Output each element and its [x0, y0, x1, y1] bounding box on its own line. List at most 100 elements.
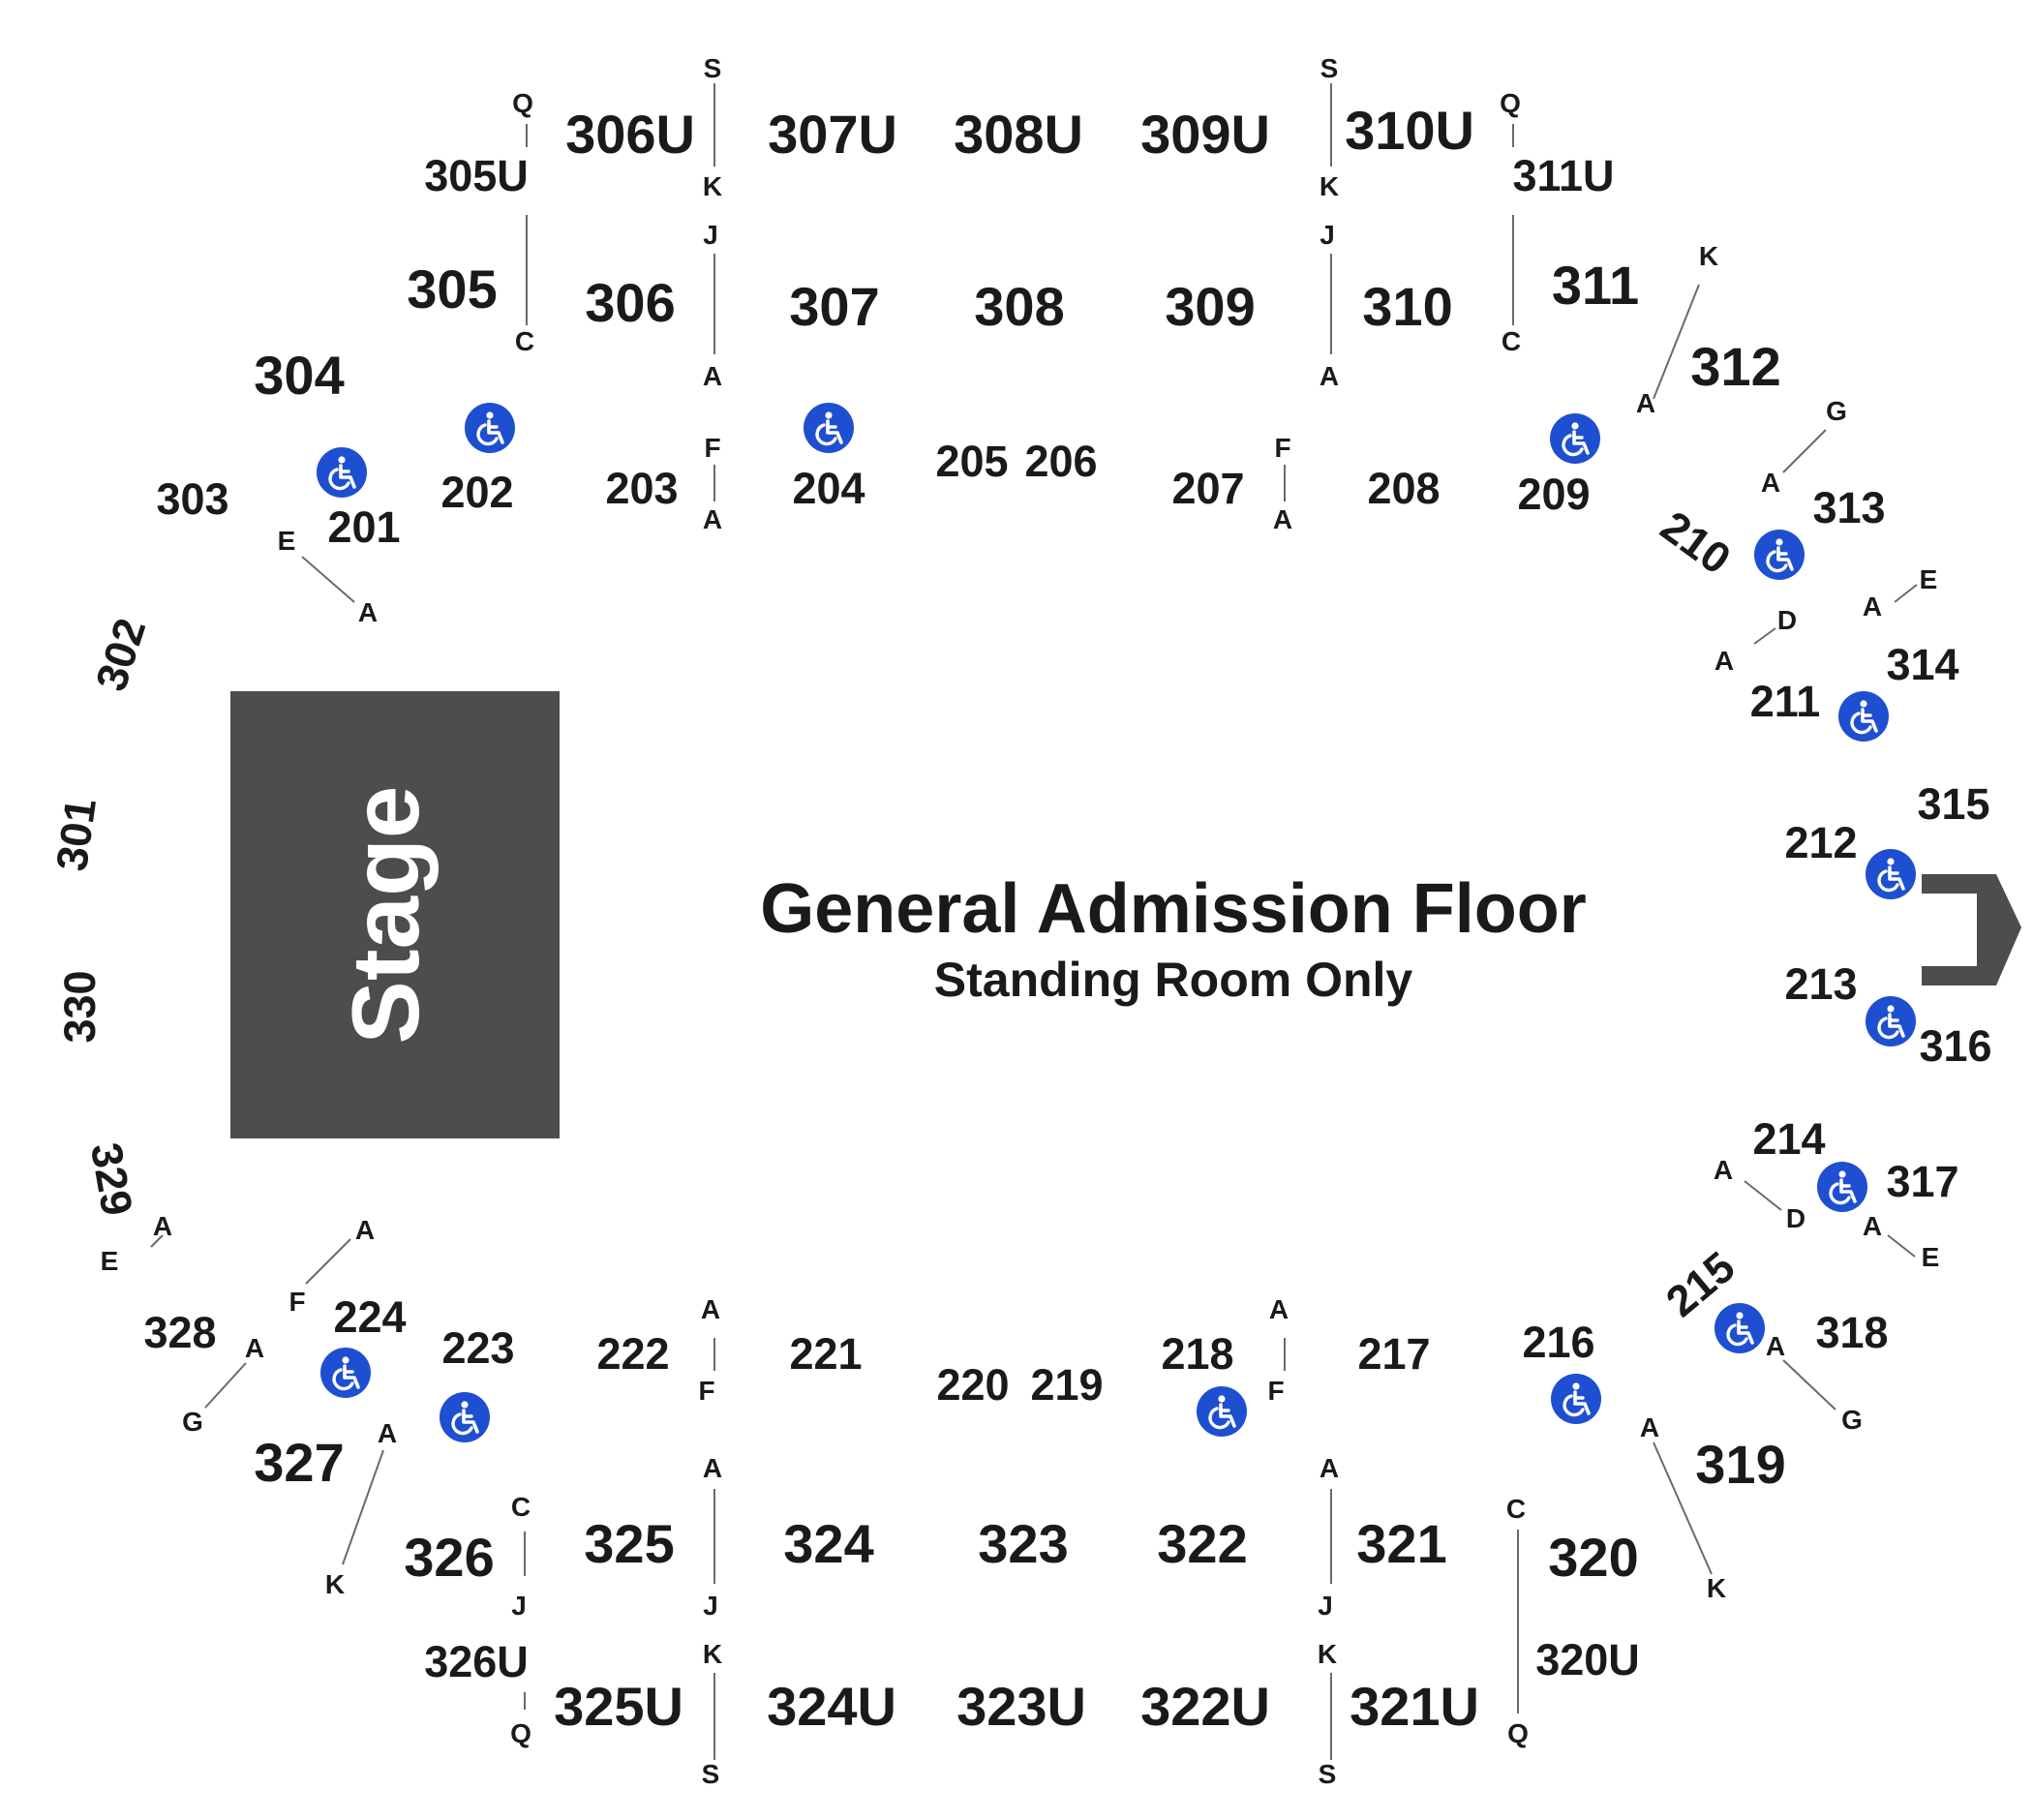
section-305U[interactable]: 305U — [424, 151, 529, 200]
section-210[interactable]: 210 — [1652, 501, 1740, 584]
section-329[interactable]: 329 — [81, 1139, 142, 1220]
section-221[interactable]: 221 — [789, 1329, 862, 1379]
section-320[interactable]: 320 — [1548, 1527, 1638, 1588]
stage-label: Stage — [332, 786, 439, 1045]
wheelchair-icon — [1752, 528, 1806, 582]
upper-u-sections: 306U 307U 308U 309U 310U 305U 311U — [424, 100, 1614, 200]
row-label: A — [1640, 1412, 1659, 1442]
row-label: A — [355, 1215, 375, 1245]
section-327[interactable]: 327 — [254, 1432, 344, 1493]
section-211[interactable]: 211 — [1750, 677, 1821, 726]
lower-sections: 201 202 203 204 205 206 207 208 209 210 … — [327, 437, 1857, 1410]
row-label: Q — [510, 1718, 531, 1748]
section-308[interactable]: 308 — [974, 276, 1064, 337]
section-311U[interactable]: 311U — [1512, 151, 1614, 200]
section-302[interactable]: 302 — [86, 613, 156, 697]
upper-sections-left: 328 329 330 301 302 303 — [46, 474, 229, 1357]
section-218[interactable]: 218 — [1161, 1329, 1233, 1379]
section-320U[interactable]: 320U — [1535, 1635, 1640, 1684]
section-208[interactable]: 208 — [1367, 464, 1440, 513]
section-209[interactable]: 209 — [1517, 470, 1590, 519]
section-323[interactable]: 323 — [978, 1513, 1068, 1574]
row-label: G — [1841, 1405, 1863, 1435]
section-207[interactable]: 207 — [1171, 464, 1244, 513]
section-321[interactable]: 321 — [1356, 1513, 1446, 1574]
row-label: K — [703, 1639, 722, 1669]
section-325[interactable]: 325 — [584, 1513, 674, 1574]
section-317[interactable]: 317 — [1886, 1157, 1958, 1206]
section-220[interactable]: 220 — [936, 1360, 1009, 1410]
section-222[interactable]: 222 — [596, 1329, 669, 1379]
section-306U[interactable]: 306U — [565, 104, 695, 165]
section-202[interactable]: 202 — [440, 468, 513, 517]
section-223[interactable]: 223 — [441, 1323, 514, 1373]
section-306[interactable]: 306 — [585, 272, 675, 333]
wheelchair-icon — [1864, 847, 1918, 901]
section-323U[interactable]: 323U — [956, 1676, 1086, 1737]
section-322U[interactable]: 322U — [1140, 1676, 1270, 1737]
row-connectors — [150, 83, 1918, 1760]
section-206[interactable]: 206 — [1024, 437, 1097, 486]
section-311[interactable]: 311 — [1552, 255, 1639, 316]
row-label: Q — [1500, 88, 1521, 118]
section-312[interactable]: 312 — [1690, 336, 1780, 397]
row-label: S — [1319, 1759, 1337, 1789]
section-326U[interactable]: 326U — [424, 1637, 529, 1686]
row-label: G — [182, 1407, 203, 1437]
floor-title: General Admission Floor — [760, 870, 1587, 948]
section-321U[interactable]: 321U — [1350, 1676, 1479, 1737]
section-328[interactable]: 328 — [143, 1308, 216, 1357]
section-219[interactable]: 219 — [1030, 1360, 1103, 1410]
row-label: C — [1506, 1494, 1526, 1524]
row-label: J — [511, 1591, 527, 1621]
section-322[interactable]: 322 — [1157, 1513, 1247, 1574]
row-label: K — [1707, 1573, 1726, 1603]
section-213[interactable]: 213 — [1784, 959, 1857, 1009]
section-216[interactable]: 216 — [1522, 1318, 1594, 1367]
row-label: F — [704, 433, 720, 463]
section-310[interactable]: 310 — [1362, 276, 1452, 337]
section-304[interactable]: 304 — [254, 345, 344, 406]
section-319[interactable]: 319 — [1695, 1434, 1785, 1495]
row-label: A — [1636, 388, 1655, 418]
section-224[interactable]: 224 — [333, 1292, 406, 1342]
section-330[interactable]: 330 — [55, 970, 105, 1043]
section-307U[interactable]: 307U — [768, 104, 897, 165]
section-217[interactable]: 217 — [1357, 1329, 1430, 1379]
section-315[interactable]: 315 — [1917, 779, 1989, 829]
row-label: C — [511, 1492, 531, 1522]
row-label: F — [1267, 1376, 1284, 1406]
row-label: C — [515, 326, 534, 356]
upper-sections-bottom: 321 322 323 324 325 326 327 321U 322U 32… — [254, 1432, 1479, 1737]
section-318[interactable]: 318 — [1815, 1308, 1888, 1357]
row-label: A — [1714, 646, 1734, 676]
section-303[interactable]: 303 — [156, 474, 228, 524]
row-label: A — [701, 1294, 720, 1324]
section-201[interactable]: 201 — [327, 502, 400, 552]
section-324U[interactable]: 324U — [767, 1676, 896, 1737]
section-314[interactable]: 314 — [1886, 640, 1958, 689]
section-212[interactable]: 212 — [1784, 818, 1857, 867]
section-307[interactable]: 307 — [789, 276, 879, 337]
section-214[interactable]: 214 — [1752, 1114, 1825, 1164]
section-310U[interactable]: 310U — [1345, 100, 1474, 161]
row-label: J — [703, 220, 718, 250]
section-324[interactable]: 324 — [783, 1513, 873, 1574]
section-316[interactable]: 316 — [1919, 1021, 1991, 1071]
row-label: Q — [512, 88, 533, 118]
row-label: C — [1502, 326, 1521, 356]
section-205[interactable]: 205 — [935, 437, 1008, 486]
section-309[interactable]: 309 — [1165, 276, 1255, 337]
row-label: A — [1863, 592, 1882, 622]
row-label: J — [1318, 1591, 1333, 1621]
section-305[interactable]: 305 — [407, 258, 497, 319]
wheelchair-icon — [319, 1346, 373, 1400]
section-204[interactable]: 204 — [792, 464, 865, 513]
section-325U[interactable]: 325U — [554, 1676, 683, 1737]
section-308U[interactable]: 308U — [954, 104, 1083, 165]
section-203[interactable]: 203 — [605, 464, 678, 513]
section-326[interactable]: 326 — [404, 1527, 494, 1588]
section-313[interactable]: 313 — [1812, 483, 1885, 532]
section-309U[interactable]: 309U — [1140, 104, 1270, 165]
section-301[interactable]: 301 — [46, 795, 106, 873]
